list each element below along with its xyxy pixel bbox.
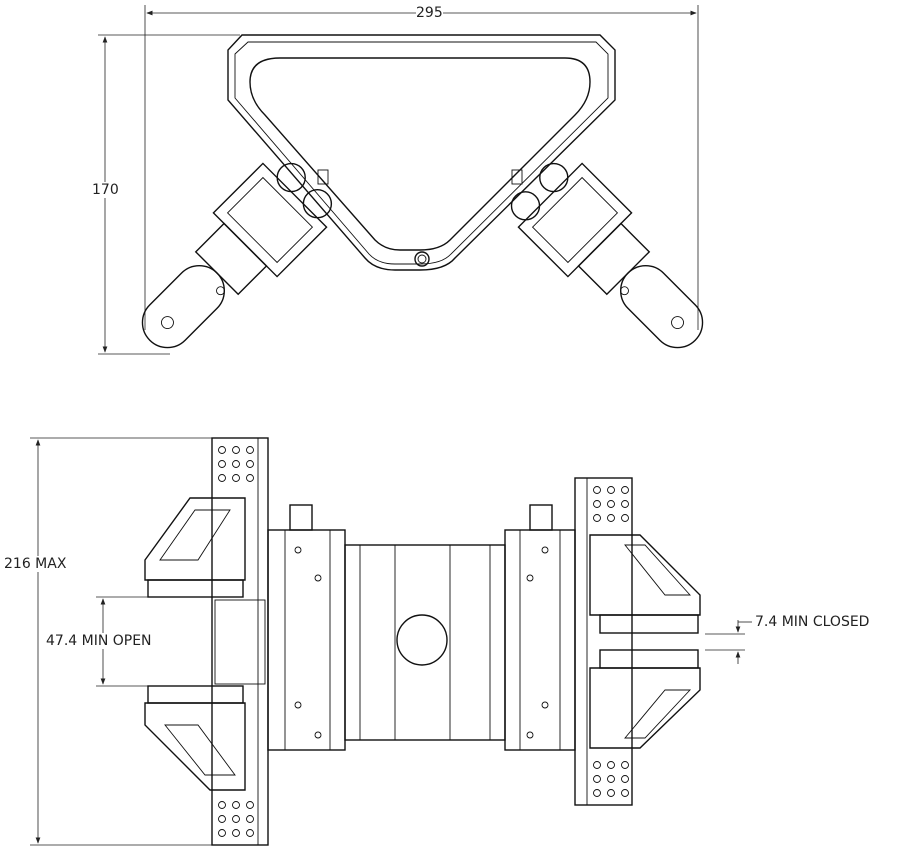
top-view [98, 5, 704, 355]
dimension-min-open-label: 47.4 MIN OPEN [46, 633, 152, 649]
front-view [30, 437, 752, 846]
dimension-width-label: 295 [416, 5, 443, 21]
dimension-min-closed-label: 7.4 MIN CLOSED [755, 614, 870, 630]
dimension-max-height-label: 216 MAX [4, 556, 67, 572]
dimension-height-label: 170 [92, 182, 119, 198]
